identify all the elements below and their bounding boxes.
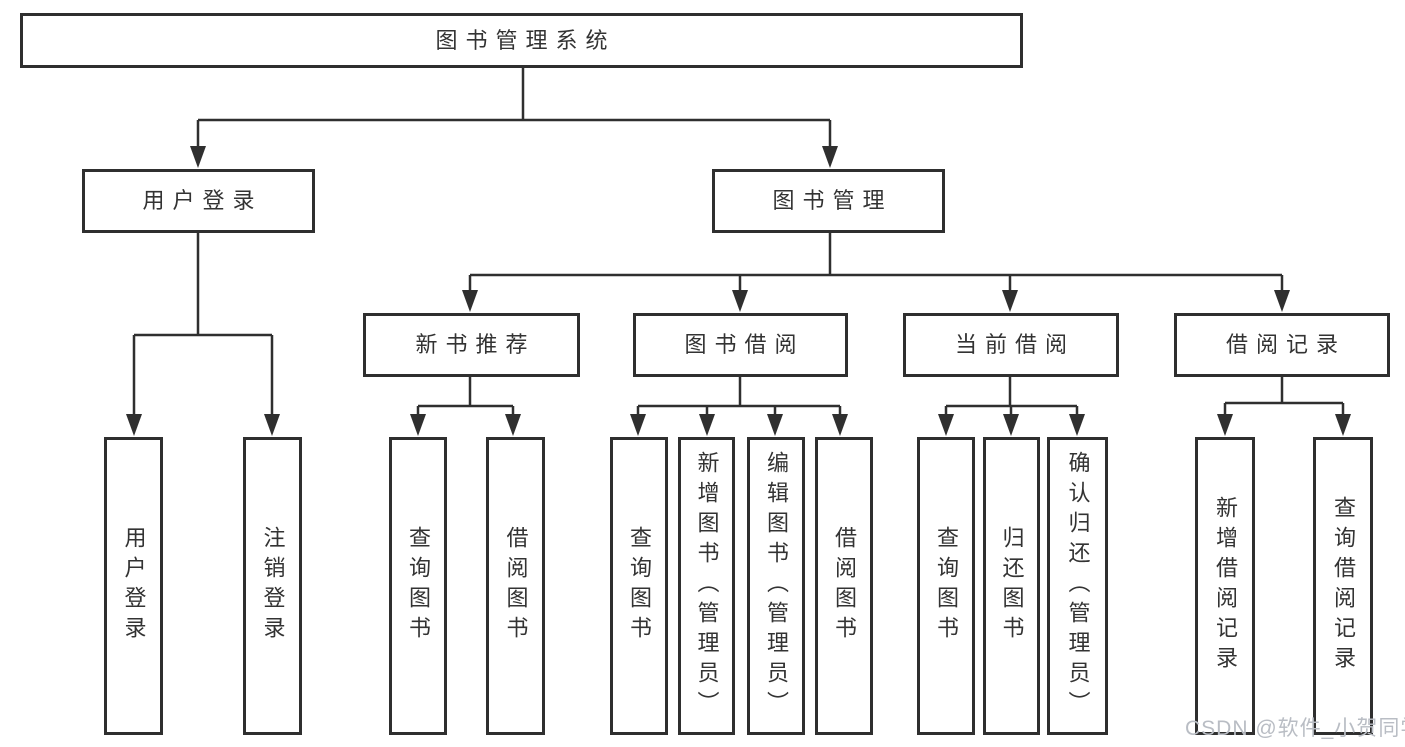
leaf-user-login-label: 用户登录 <box>121 526 147 646</box>
leaf-logout: 注销登录 <box>243 437 302 735</box>
leaf-query-books-recommend: 查询图书 <box>389 437 447 735</box>
leaf-query-books-borrowing: 查询图书 <box>610 437 668 735</box>
node-book-borrowing-label: 图书借阅 <box>684 332 805 357</box>
leaf-logout-label: 注销登录 <box>260 526 286 646</box>
node-root-system-label: 图书管理系统 <box>435 27 616 53</box>
leaf-query-books-borrowing-label: 查询图书 <box>627 526 652 646</box>
node-user-login: 用户登录 <box>82 169 315 233</box>
leaf-borrow-books-borrowing-label: 借阅图书 <box>832 526 857 646</box>
node-book-management-label: 图书管理 <box>772 188 893 213</box>
node-current-borrowing-label: 当前借阅 <box>954 332 1075 357</box>
node-current-borrowing: 当前借阅 <box>903 313 1119 377</box>
leaf-add-book-admin: 新增图书（管理员） <box>678 437 735 735</box>
leaf-query-borrow-record-label: 查询借阅记录 <box>1331 496 1356 676</box>
leaf-user-login: 用户登录 <box>104 437 163 735</box>
leaf-edit-book-admin: 编辑图书（管理员） <box>747 437 805 735</box>
leaf-query-borrow-record: 查询借阅记录 <box>1313 437 1373 735</box>
leaf-add-book-admin-label: 新增图书（管理员） <box>694 451 720 721</box>
leaf-return-books: 归还图书 <box>983 437 1040 735</box>
node-borrowing-records: 借阅记录 <box>1174 313 1390 377</box>
leaf-query-books-current: 查询图书 <box>917 437 975 735</box>
leaf-borrow-books-recommend: 借阅图书 <box>486 437 545 735</box>
leaf-confirm-return-admin: 确认归还（管理员） <box>1047 437 1108 735</box>
node-new-book-recommendation: 新书推荐 <box>363 313 580 377</box>
leaf-borrow-books-borrowing: 借阅图书 <box>815 437 873 735</box>
csdn-watermark: CSDN @软件_小贺同学 <box>1185 717 1405 740</box>
leaf-query-books-recommend-label: 查询图书 <box>406 526 431 646</box>
leaf-return-books-label: 归还图书 <box>999 526 1025 646</box>
leaf-edit-book-admin-label: 编辑图书（管理员） <box>764 451 789 721</box>
leaf-borrow-books-recommend-label: 借阅图书 <box>503 526 529 646</box>
leaf-confirm-return-admin-label: 确认归还（管理员） <box>1065 451 1091 721</box>
leaf-add-borrow-record-label: 新增借阅记录 <box>1213 496 1238 676</box>
leaf-add-borrow-record: 新增借阅记录 <box>1195 437 1255 735</box>
node-book-management: 图书管理 <box>712 169 945 233</box>
node-book-borrowing: 图书借阅 <box>633 313 848 377</box>
node-borrowing-records-label: 借阅记录 <box>1225 332 1346 357</box>
node-user-login-label: 用户登录 <box>142 188 263 213</box>
node-root-system: 图书管理系统 <box>20 13 1023 68</box>
leaf-query-books-current-label: 查询图书 <box>934 526 959 646</box>
node-new-book-recommendation-label: 新书推荐 <box>415 332 536 357</box>
